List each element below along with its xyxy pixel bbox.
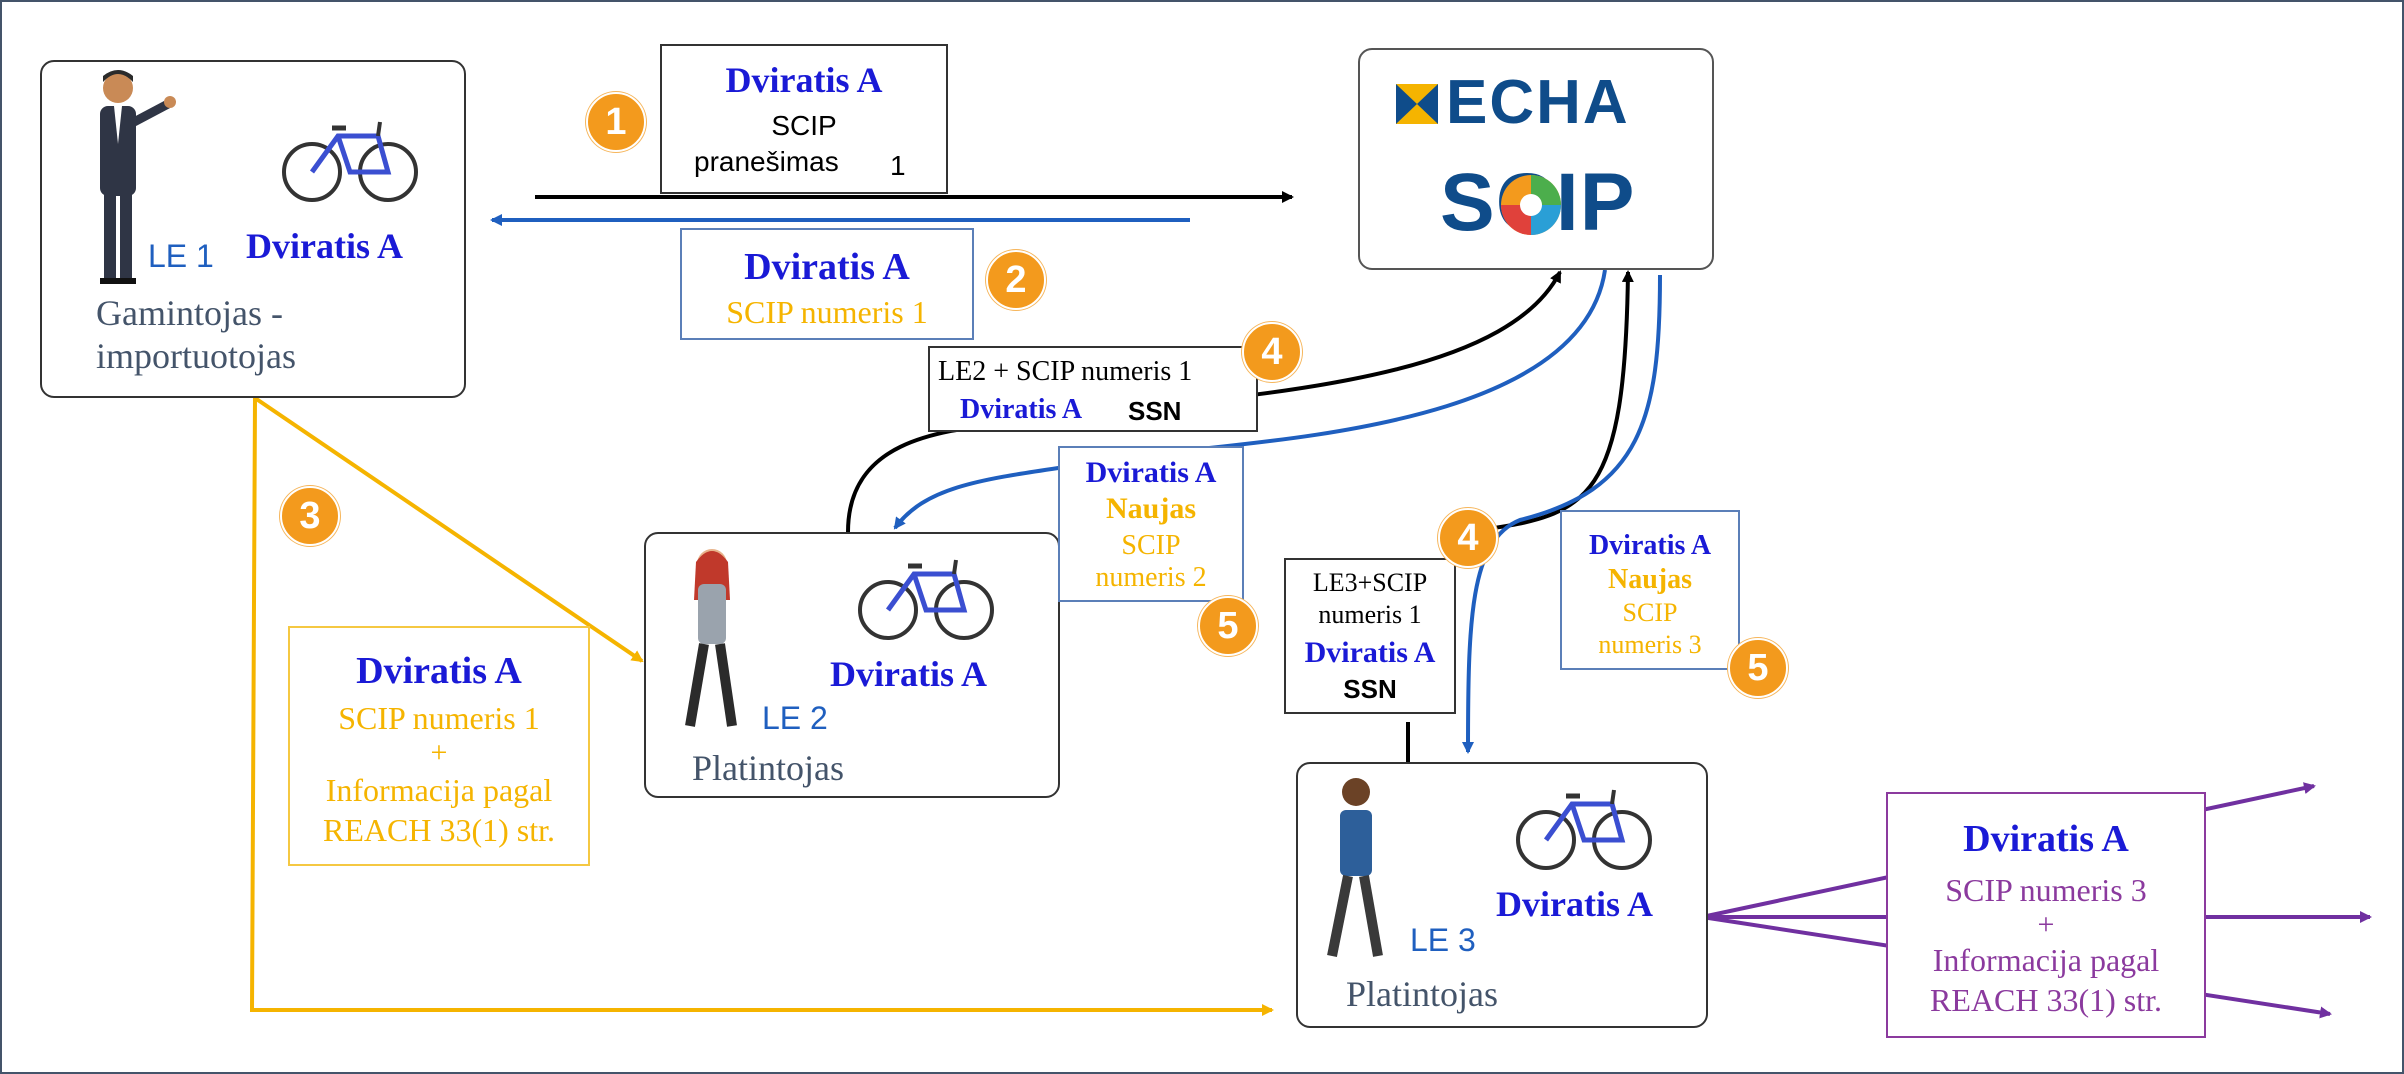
msg4a-line1: LE2 + SCIP numeris 1 <box>938 356 1193 387</box>
msg4a-ssn: SSN <box>1128 396 1182 426</box>
msg4b-line2: numeris 1 <box>1318 600 1422 629</box>
woman-icon <box>685 549 737 727</box>
msg5a-box: Dviratis A Naujas SCIP numeris 2 <box>1058 446 1244 602</box>
msg4b-ssn: SSN <box>1343 674 1397 704</box>
echa-scip-box: ECHA SCIP <box>1358 48 1714 270</box>
msg6-line3: Informacija pagal <box>1932 942 2160 978</box>
msg1-box: Dviratis A SCIP pranešimas 1 <box>660 44 948 194</box>
msg5a-product: Dviratis A <box>1085 456 1217 489</box>
le2-box: Dviratis A LE 2 Platintojas <box>644 532 1060 798</box>
msg5a-new: Naujas <box>1105 492 1196 525</box>
msg5a-line3: SCIP <box>1121 530 1181 561</box>
msg6-line2: SCIP numeris 3 <box>1945 872 2147 908</box>
msg1-product: Dviratis A <box>725 60 883 100</box>
bicycle-icon <box>1516 789 1652 870</box>
le3-role: Platintojas <box>1346 974 1498 1014</box>
le2-product: Dviratis A <box>830 654 987 694</box>
le3-tag: LE 3 <box>1410 922 1476 958</box>
msg3-line3: Informacija pagal <box>325 772 553 808</box>
msg1-line3: pranešimas <box>694 146 839 177</box>
msg2-box: Dviratis A SCIP numeris 1 <box>680 228 974 340</box>
le2-tag: LE 2 <box>762 700 828 736</box>
step-badge-5a: 5 <box>1198 596 1258 656</box>
arrow-le1-to-le3 <box>249 397 1274 1016</box>
msg2-line2: SCIP numeris 1 <box>726 294 928 330</box>
msg5b-new: Naujas <box>1607 564 1692 595</box>
msg4b-line1: LE3+SCIP <box>1312 568 1428 597</box>
msg3-plus: + <box>430 736 448 769</box>
le3-box: Dviratis A LE 3 Platintojas <box>1296 762 1708 1028</box>
step-badge-4b: 4 <box>1438 508 1498 568</box>
msg6-line4: REACH 33(1) str. <box>1930 982 2162 1018</box>
msg3-product: Dviratis A <box>356 650 522 692</box>
msg2-product: Dviratis A <box>744 246 910 288</box>
le1-role: Gamintojas - importuotojas <box>96 293 296 377</box>
msg4a-product: Dviratis A <box>960 394 1083 425</box>
step-badge-3: 3 <box>280 486 340 546</box>
msg6-product: Dviratis A <box>1963 818 2129 860</box>
echa-logo-text: ECHA <box>1446 68 1630 137</box>
msg3-line4: REACH 33(1) str. <box>323 812 555 848</box>
msg5b-line3: SCIP <box>1622 598 1678 627</box>
msg5b-product: Dviratis A <box>1588 530 1712 561</box>
arrow-le3-to-echa <box>1406 272 1628 762</box>
msg1-num: 1 <box>890 150 906 181</box>
msg5b-line4: numeris 3 <box>1598 630 1702 659</box>
step-badge-2: 2 <box>986 250 1046 310</box>
scip-color-wheel-icon <box>1501 175 1561 235</box>
echa-flag-icon <box>1396 84 1438 124</box>
le1-product: Dviratis A <box>246 226 403 266</box>
le1-tag: LE 1 <box>148 238 214 274</box>
msg6-box: Dviratis A SCIP numeris 3 + Informacija … <box>1886 792 2206 1038</box>
bicycle-icon <box>858 559 994 640</box>
step-badge-5b: 5 <box>1728 638 1788 698</box>
msg4b-box: LE3+SCIP numeris 1 Dviratis A SSN <box>1284 558 1456 714</box>
le3-product: Dviratis A <box>1496 884 1653 924</box>
step-badge-1: 1 <box>586 92 646 152</box>
msg3-line2: SCIP numeris 1 <box>338 700 540 736</box>
arrow-echa-to-le3 <box>1462 274 1662 754</box>
msg5a-line4: numeris 2 <box>1095 562 1207 593</box>
msg4b-product: Dviratis A <box>1304 636 1436 669</box>
msg5b-box: Dviratis A Naujas SCIP numeris 3 <box>1560 510 1740 670</box>
msg1-line2: SCIP <box>771 110 837 141</box>
msg4a-box: LE2 + SCIP numeris 1 Dviratis A SSN <box>928 346 1258 432</box>
businessman-icon <box>100 70 176 284</box>
man-walking-icon <box>1327 778 1383 957</box>
arrow-le1-to-le2 <box>253 396 644 663</box>
msg6-plus: + <box>2037 908 2055 941</box>
le2-role: Platintojas <box>692 748 844 788</box>
msg3-box: Dviratis A SCIP numeris 1 + Informacija … <box>288 626 590 866</box>
step-badge-4a: 4 <box>1242 322 1302 382</box>
bicycle-icon <box>282 121 418 202</box>
le1-box: LE 1 Dviratis A Gamintojas - importuotoj… <box>40 60 466 398</box>
